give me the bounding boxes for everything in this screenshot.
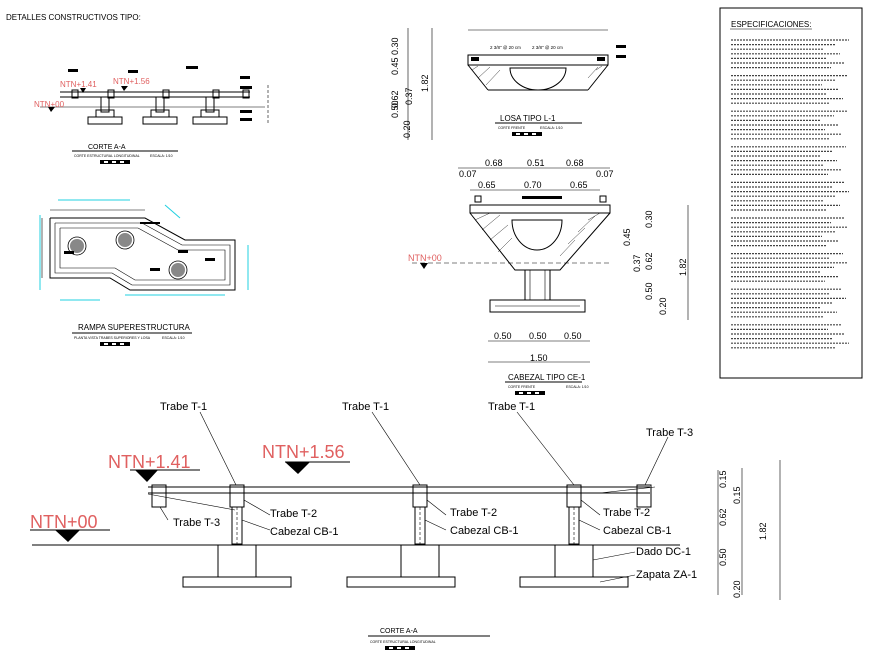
main-dim-050: 0.50	[718, 548, 728, 566]
main-level-1: NTN+1.41	[108, 452, 191, 472]
main-dim-062: 0.62	[718, 508, 728, 526]
small-section-title: CORTE A-A	[88, 144, 126, 151]
label-trabe-t1-a: Trabe T-1	[160, 401, 207, 413]
losa-dim-050: 0.50	[390, 100, 400, 118]
cabezal-top-dim-2: 0.51	[527, 158, 545, 168]
losa-detail: 2 3/8" @ 20 cm 2 3/8" @ 20 cm 0.45 0.37 …	[390, 28, 626, 140]
label-trabe-t3-a: Trabe T-3	[646, 427, 693, 439]
small-level-3: NTN+00	[34, 100, 65, 109]
cabezal-top-dim-3: 0.68	[566, 158, 584, 168]
rampa-subtitle: PLANTA VISTA TRABES SUPERIORES Y LOSA	[74, 336, 151, 340]
main-dim-015-a: 0.15	[718, 470, 728, 488]
main-section: NTN+1.41 NTN+1.56 NTN+00 Trabe T-1 Trabe…	[30, 401, 781, 650]
cabezal-mid-dim-1: 0.65	[478, 180, 496, 190]
losa-dim-037: 0.37	[404, 87, 414, 105]
cabezal-dim-total: 1.82	[678, 258, 688, 276]
page-title: DETALLES CONSTRUCTIVOS TIPO:	[6, 13, 141, 22]
cabezal-top-dim-1: 0.68	[485, 158, 503, 168]
label-cabezal-a: Cabezal CB-1	[270, 526, 338, 538]
label-trabe-t3-b: Trabe T-3	[173, 517, 220, 529]
label-trabe-t2-a: Trabe T-2	[270, 508, 317, 520]
main-subtitle: CORTE ESTRUCTURAL LONGITUDINAL	[370, 640, 436, 644]
specs-panel: ESPECIFICACIONES:	[719, 7, 863, 379]
small-level-2: NTN+1.56	[113, 77, 150, 86]
rampa-scale: ESCALA: 1/10	[162, 336, 185, 340]
losa-dim-total: 1.82	[420, 74, 430, 92]
losa-title: LOSA TIPO L-1	[500, 114, 556, 123]
label-trabe-t2-b: Trabe T-2	[450, 507, 497, 519]
cabezal-bottom-dim-1: 0.50	[494, 331, 512, 341]
cabezal-side-dim-2: 0.07	[596, 169, 614, 179]
cabezal-mid-dim-2: 0.70	[524, 180, 542, 190]
cabezal-dim-062: 0.62	[644, 252, 654, 270]
rampa-plan: RAMPA SUPERESTRUCTURA PLANTA VISTA TRABE…	[39, 199, 249, 346]
specs-text-block	[731, 39, 849, 349]
cabezal-level: NTN+00	[408, 253, 442, 263]
main-level-3: NTN+00	[30, 512, 98, 532]
main-dim-total: 1.82	[758, 522, 768, 540]
cabezal-side-dim-1: 0.07	[459, 169, 477, 179]
rampa-title: RAMPA SUPERESTRUCTURA	[78, 323, 191, 332]
cabezal-bottom-dim-2: 0.50	[529, 331, 547, 341]
small-section-scale: ESCALA: 1/10	[150, 154, 173, 158]
specs-title: ESPECIFICACIONES:	[731, 20, 811, 29]
label-trabe-t1-c: Trabe T-1	[488, 401, 535, 413]
losa-dim-020: 0.20	[402, 120, 412, 138]
losa-dim-045: 0.45	[390, 57, 400, 75]
cabezal-dim-020: 0.20	[658, 297, 668, 315]
small-section-corte: NTN+1.41 NTN+1.56 NTN+00 CORTE A-A CORTE…	[34, 66, 269, 164]
cabezal-detail: 0.68 0.51 0.68 0.07 0.07 0.65 0.70 0.65 …	[408, 158, 689, 395]
cabezal-scale: ESCALA: 1/10	[566, 385, 589, 389]
main-level-2: NTN+1.56	[262, 442, 345, 462]
losa-bar-label-1: 2 3/8" @ 20 cm	[490, 45, 521, 50]
losa-dim-030: 0.30	[390, 37, 400, 55]
small-section-subtitle: CORTE ESTRUCTURAL LONGITUDINAL	[74, 154, 140, 158]
label-dado: Dado DC-1	[636, 546, 691, 558]
small-level-1: NTN+1.41	[60, 80, 97, 89]
cabezal-bottom-dim-3: 0.50	[564, 331, 582, 341]
losa-dim-062: 0.62	[390, 90, 400, 108]
cabezal-dim-045: 0.45	[622, 228, 632, 246]
losa-bar-label-2: 2 3/8" @ 20 cm	[532, 45, 563, 50]
cabezal-mid-dim-3: 0.65	[570, 180, 588, 190]
losa-subtitle: CORTE FRENTE	[498, 126, 526, 130]
cabezal-dim-037: 0.37	[632, 254, 642, 272]
label-trabe-t1-b: Trabe T-1	[342, 401, 389, 413]
label-cabezal-b: Cabezal CB-1	[450, 525, 518, 537]
main-title: CORTE A-A	[380, 628, 418, 635]
label-cabezal-c: Cabezal CB-1	[603, 525, 671, 537]
cabezal-total: 1.50	[530, 353, 548, 363]
label-trabe-t2-c: Trabe T-2	[603, 507, 650, 519]
main-dim-015-b: 0.15	[732, 486, 742, 504]
label-zapata: Zapata ZA-1	[636, 569, 697, 581]
cabezal-dim-050: 0.50	[644, 282, 654, 300]
losa-scale: ESCALA: 1/10	[540, 126, 563, 130]
cabezal-title: CABEZAL TIPO CE-1	[508, 373, 586, 382]
main-dim-020: 0.20	[732, 580, 742, 598]
cabezal-subtitle: CORTE FRENTE	[508, 385, 536, 389]
cabezal-dim-030: 0.30	[644, 210, 654, 228]
